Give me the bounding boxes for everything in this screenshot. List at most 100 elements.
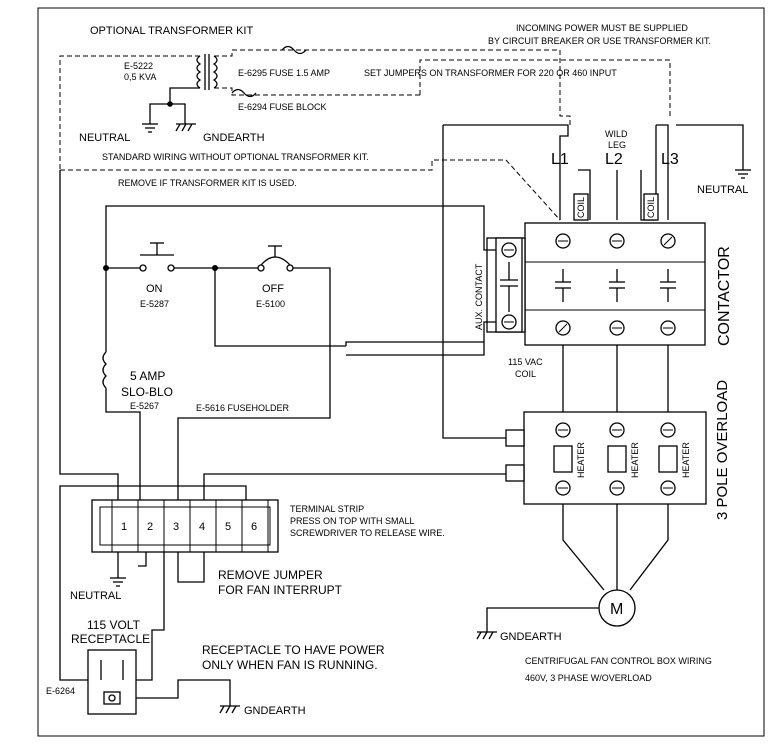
neutral-ground-symbol-right <box>735 169 751 179</box>
wire-off-right <box>293 267 346 347</box>
motor-lead-1 <box>562 504 605 591</box>
motor-ground-wire <box>486 607 599 632</box>
fan-jumper <box>177 552 205 583</box>
contactor <box>524 222 706 346</box>
gndearth-motor-label: GNDEARTH <box>500 631 562 643</box>
off-part-label: E-5100 <box>256 299 285 309</box>
contactor-control-wire <box>442 125 506 439</box>
terminal-6-label: 6 <box>251 521 257 533</box>
junction-dot <box>167 101 173 107</box>
terminal-3-label: 3 <box>173 521 179 533</box>
fuse-label: E-6295 FUSE 1.5 AMP <box>238 68 330 78</box>
terminal-2-label: 2 <box>147 521 153 533</box>
earth-ground-symbol-bottom <box>219 705 240 714</box>
remove-jumper-note-1: REMOVE JUMPER <box>218 568 323 582</box>
receptacle-note-1: RECEPTACLE TO HAVE POWER <box>202 643 385 657</box>
neutral-top-label: NEUTRAL <box>79 132 130 144</box>
l2-label: L2 <box>605 151 623 168</box>
wire-overload-aux <box>203 473 506 500</box>
wire-terminal-right <box>59 485 247 681</box>
neutral-right-wire <box>676 124 744 170</box>
terminal-5-label: 5 <box>225 521 231 533</box>
primary-fuse-symbol <box>281 45 307 55</box>
terminal-1-label: 1 <box>121 521 127 533</box>
jumpers-note: SET JUMPERS ON TRANSFORMER FOR 220 OR 46… <box>364 68 617 78</box>
transformer-primary-dashed <box>214 49 560 57</box>
transformer-symbol <box>196 54 218 90</box>
receptacle-115v <box>87 649 137 715</box>
volt-receptacle-label-1: 115 VOLT <box>87 618 141 632</box>
aux-contact <box>486 237 526 333</box>
on-pushbutton <box>139 242 175 272</box>
l1-feed <box>443 124 569 220</box>
kit-dashed-right-a <box>559 50 571 125</box>
incoming-power-note-1: INCOMING POWER MUST BE SUPPLIED <box>516 23 688 33</box>
receptacle-ground-wire <box>136 679 231 706</box>
wire-off-loop <box>214 268 330 347</box>
wire-fuseholder-terminal <box>177 412 331 500</box>
kit-dashed-right-b <box>419 59 671 116</box>
coil-label-a: COIL <box>576 197 586 218</box>
diagram-frame <box>37 7 765 737</box>
terminal-strip-note-1: TERMINAL STRIP <box>290 504 364 514</box>
transformer-part: E-5222 <box>124 61 153 71</box>
neutral-bottom-label: NEUTRAL <box>70 590 121 602</box>
secondary-wire-ground <box>170 103 186 124</box>
remove-jumper-note-2: FOR FAN INTERRUPT <box>218 583 343 597</box>
off-label: OFF <box>262 283 284 295</box>
fuse-block-symbol <box>231 88 257 98</box>
standard-wiring-note: STANDARD WIRING WITHOUT OPTIONAL TRANSFO… <box>102 152 369 162</box>
heater-label-1: HEATER <box>576 442 586 478</box>
motor-label: M <box>610 601 623 618</box>
terminal-4-label: 4 <box>199 521 205 533</box>
overload-relay <box>505 411 707 505</box>
on-part-label: E-5287 <box>140 299 169 309</box>
receptacle-wire-neutral <box>138 552 147 567</box>
gndearth-top-label: GNDEARTH <box>203 132 265 144</box>
heater-label-2: HEATER <box>630 442 640 478</box>
coil-word-label: COIL <box>515 369 536 379</box>
wire-coil-return <box>345 341 484 346</box>
coil-label-box-b <box>643 193 659 221</box>
coil-label-b: COIL <box>646 197 656 218</box>
overload-label: 3 POLE OVERLOAD <box>714 380 731 520</box>
kit-dashed-left <box>59 55 200 170</box>
heater-label-3: HEATER <box>681 442 691 478</box>
diagram-caption-2: 460V, 3 PHASE W/OVERLOAD <box>525 673 652 683</box>
receptacle-wire-hot <box>136 552 165 681</box>
contactor-label: CONTACTOR <box>716 246 733 346</box>
on-label: ON <box>146 283 163 295</box>
neutral-right-label: NEUTRAL <box>697 184 748 196</box>
earth-ground-symbol-top <box>175 123 196 132</box>
gndearth-bottom-label: GNDEARTH <box>244 705 306 717</box>
contact-1 <box>555 269 571 302</box>
diagram-caption-1: CENTRIFUGAL FAN CONTROL BOX WIRING <box>525 656 712 666</box>
earth-ground-symbol-motor <box>476 631 497 640</box>
fuseholder-label: E-5616 FUSEHOLDER <box>196 403 290 413</box>
contact-3 <box>660 269 676 302</box>
fuse-amp-label: 5 AMP <box>130 369 165 383</box>
transformer-primary-dashed-2 <box>214 87 420 96</box>
wire-to-aux <box>346 342 485 356</box>
l3-feed <box>656 124 669 220</box>
control-top-rail <box>105 205 496 268</box>
neutral-ground-symbol-top <box>142 123 158 133</box>
coil-tap-a <box>578 169 591 220</box>
terminal-strip-note-2: PRESS ON TOP WITH SMALL <box>290 516 415 526</box>
coil-label-box-a <box>573 193 589 221</box>
standard-wiring-dashed <box>60 159 561 221</box>
terminal-strip <box>91 499 279 553</box>
coil-voltage-label: 115 VAC <box>508 357 543 367</box>
motor-lead-3 <box>629 504 669 591</box>
aux-contact-label: AUX. CONTACT <box>474 263 484 330</box>
wire-neutral-rail <box>59 170 119 500</box>
slo-blo-fuse <box>102 351 107 389</box>
transformer-rating: 0,5 KVA <box>124 72 156 82</box>
off-pushbutton <box>257 245 294 272</box>
neutral-ground-symbol-bottom <box>110 577 126 587</box>
receptacle-note-2: ONLY WHEN FAN IS RUNNING. <box>202 658 378 672</box>
receptacle-part-label: E-6264 <box>46 686 75 696</box>
control-aux-wire <box>483 321 496 342</box>
fuse-part-label: E-5267 <box>130 401 159 411</box>
